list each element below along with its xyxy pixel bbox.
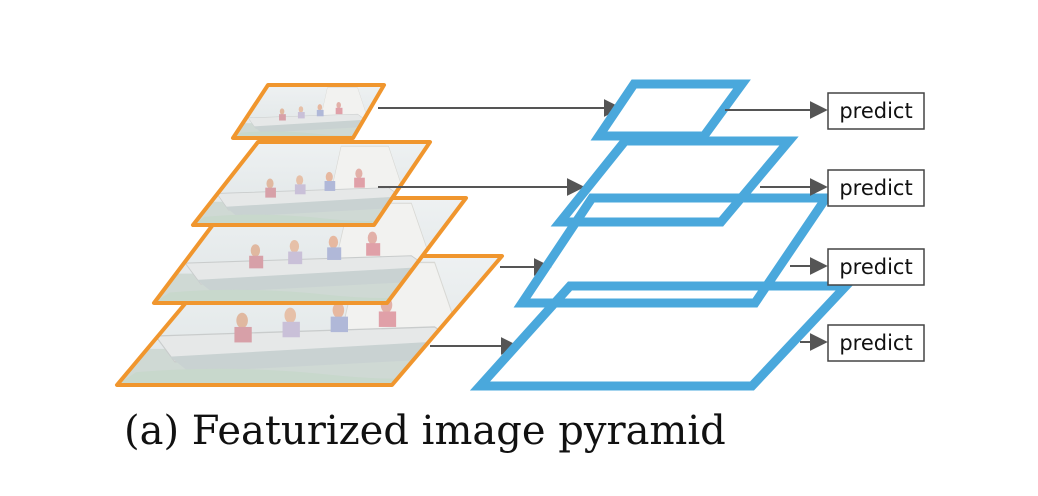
image-pyramid bbox=[117, 85, 502, 385]
feature-level-2 bbox=[560, 141, 789, 222]
predict-boxes: predict predict predict predict bbox=[828, 93, 924, 361]
feature-level-1 bbox=[599, 84, 742, 136]
predict-label: predict bbox=[839, 176, 912, 200]
predict-box-3: predict bbox=[828, 249, 924, 285]
predict-box-2: predict bbox=[828, 170, 924, 206]
predict-box-4: predict bbox=[828, 325, 924, 361]
predict-label: predict bbox=[839, 255, 912, 279]
predict-label: predict bbox=[839, 331, 912, 355]
image-level-1 bbox=[233, 85, 384, 138]
figure-caption: (a) Featurized image pyramid bbox=[124, 408, 726, 454]
feature-pyramid bbox=[480, 84, 846, 386]
predict-box-1: predict bbox=[828, 93, 924, 129]
predict-label: predict bbox=[839, 99, 912, 123]
